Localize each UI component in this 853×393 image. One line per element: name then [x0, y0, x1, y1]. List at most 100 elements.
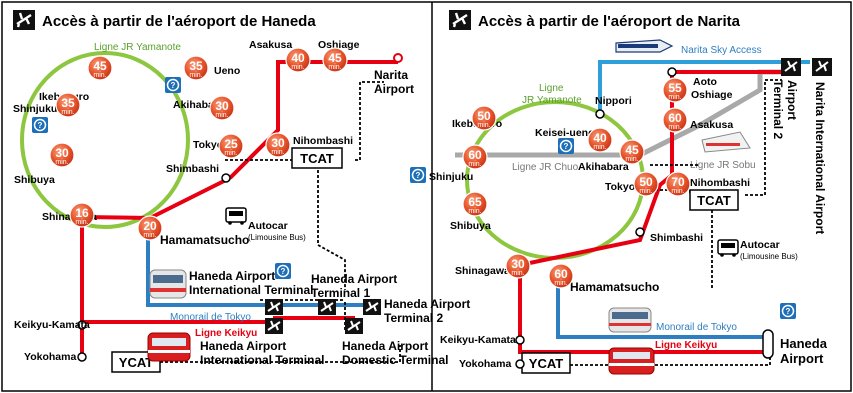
narita-station-asakusa: Asakusa [690, 119, 733, 131]
keisei-line [519, 70, 782, 267]
bus-icon [225, 207, 247, 225]
narita-keikyu-train-icon [608, 347, 655, 375]
airplane-icon [13, 10, 35, 30]
time-badge-value: 45 [625, 143, 639, 157]
terminal-plane-icon [363, 299, 381, 315]
time-badge-circle [665, 171, 691, 197]
narita-station-nippori: Nippori [595, 95, 632, 107]
narita-monorail-line [556, 283, 765, 339]
narita-keikyu-label: Ligne Keikyu [655, 340, 717, 351]
narita-keikyu-kamata-dot [515, 335, 525, 345]
narita-station-oshiage: Oshiage [691, 89, 733, 101]
time-badge-circle [619, 139, 645, 165]
tcat-label: TCAT [300, 151, 334, 166]
time-badge-unit: min. [468, 161, 481, 168]
narita-tcat-box [689, 189, 739, 211]
narita-station-keikyu-kamata: Keikyu-Kamata [440, 334, 516, 346]
time-badge-unit: min. [554, 280, 567, 287]
narita-station-shimbashi: Shimbashi [650, 232, 703, 244]
narita-station-shinjuku: Shinjuku [429, 171, 473, 183]
haneda-station-oshiage: Oshiage [318, 39, 360, 51]
time-badge-value: 40 [291, 51, 305, 65]
yamanote-label: Ligne JR Yamanote [94, 42, 181, 53]
haneda-station-shimbashi: Shimbashi [166, 163, 219, 175]
sobu-label: Ligne JR Sobu [690, 160, 756, 171]
time-badge-unit: min. [671, 188, 684, 195]
chuo-label: Ligne JR Chuo [512, 162, 579, 173]
time-badge-unit: min. [477, 122, 490, 129]
time-badge-circle [662, 77, 688, 103]
time-badge-unit: min. [291, 64, 304, 71]
svg-text:?: ? [171, 81, 176, 90]
time-badge-circle [462, 144, 488, 170]
time-badge-value: 45 [93, 59, 107, 73]
time-badge-circle [137, 215, 163, 241]
time-badge-unit: min. [143, 232, 156, 239]
narita-title: Accès à partir de l'aéroport de Narita [478, 13, 741, 30]
time-badge-value: 45 [328, 51, 342, 65]
narita-ycat-label: YCAT [529, 356, 563, 371]
ycat-bus-route [130, 345, 401, 363]
nippori-dot [595, 109, 605, 119]
narita-terminal2-label-1: Airport [785, 80, 799, 120]
narita-monorail-train-icon [608, 307, 652, 333]
narita-autocar-sub-label: (Limousine Bus) [740, 252, 798, 261]
autocar-sub-label: (Limousine Bus) [248, 233, 306, 242]
time-badge-value: 65 [468, 195, 482, 209]
intl-terminal2-label-1: Haneda Airport [200, 339, 286, 353]
narita-station-akihabara: Akihabara [578, 161, 629, 173]
haneda-station-hamamatsucho: Hamamatsucho [160, 233, 249, 247]
narita-monorail-label: Monorail de Tokyo [656, 322, 737, 333]
time-badge-circle [87, 55, 113, 81]
time-badge-value: 30 [271, 136, 285, 150]
intl-terminal-label-1: Haneda Airport [189, 269, 275, 283]
narita-station-shinagawa: Shinagawa [455, 265, 510, 277]
time-badge-unit: min. [593, 144, 606, 151]
time-badge-value: 60 [554, 267, 568, 281]
svg-text:?: ? [564, 142, 569, 151]
haneda-station-yokohama: Yokohama [24, 351, 76, 363]
narita-station-hamamatsucho: Hamamatsucho [570, 280, 659, 294]
haneda-title: Accès à partir de l'aéroport de Haneda [42, 13, 316, 30]
monorail-line [146, 228, 380, 307]
time-badge-circle [49, 142, 75, 168]
time-badge-circle [209, 95, 235, 121]
haneda-station-keikyu-kamata: Keikyu-Kamata [14, 319, 90, 331]
info-icon: ? [165, 77, 181, 93]
haneda-airport-label-1: Haneda [780, 336, 828, 351]
intl-terminal-label-2: International Terminal [189, 283, 313, 297]
narita-station-shibuya: Shibuya [450, 220, 491, 232]
autocar-label: Autocar [248, 220, 288, 232]
bus-icon [717, 239, 739, 257]
narita-shimbashi-dot [635, 227, 645, 237]
domestic-terminal-label-1: Haneda Airport [342, 339, 428, 353]
time-badge-value: 20 [143, 219, 157, 233]
svg-text:?: ? [786, 307, 791, 316]
time-badge-value: 60 [468, 148, 482, 162]
sky-access-label: Narita Sky Access [681, 45, 762, 56]
time-badge-circle [633, 171, 659, 197]
narita-terminal2-plane-icon [781, 58, 801, 76]
yokohama-dot [77, 352, 87, 362]
time-badge-value: 50 [477, 109, 491, 123]
time-badge-value: 35 [61, 96, 75, 110]
haneda-station-ueno: Ueno [214, 65, 240, 77]
time-badge-unit: min. [61, 109, 74, 116]
time-badge-circle [265, 132, 291, 158]
haneda-station-shibuya: Shibuya [14, 174, 55, 186]
info-icon: ? [32, 117, 48, 133]
